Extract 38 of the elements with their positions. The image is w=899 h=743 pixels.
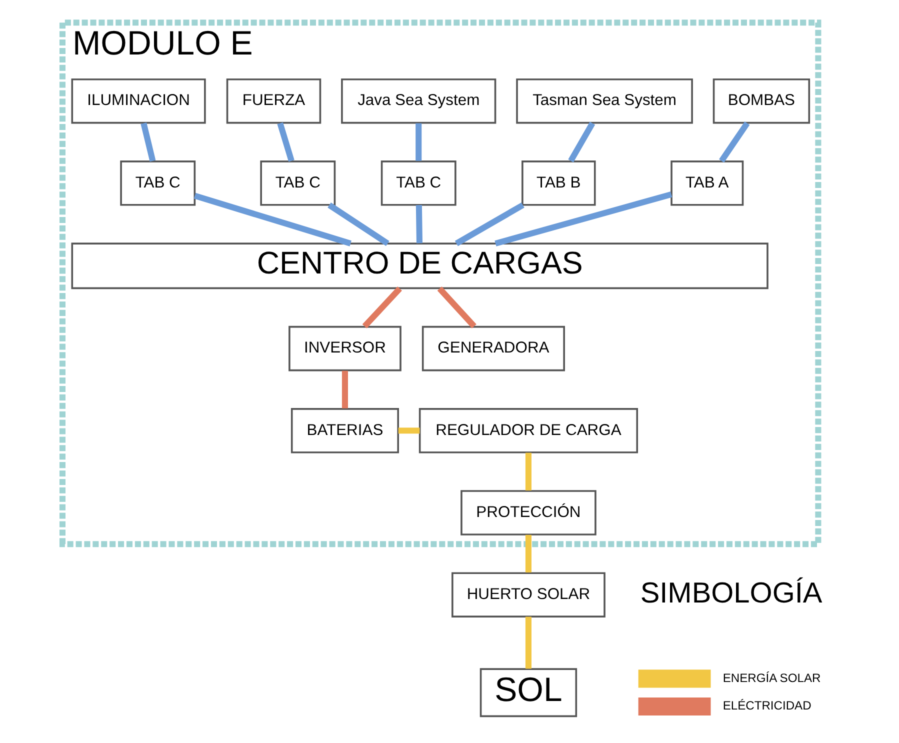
connector bbox=[398, 428, 420, 434]
connector bbox=[524, 452, 531, 490]
node-box: SOL bbox=[479, 668, 577, 718]
node-box: TAB C bbox=[260, 160, 336, 206]
node-box: REGULADOR DE CARGA bbox=[418, 408, 638, 454]
legend-label: ENERGÍA SOLAR bbox=[722, 670, 820, 685]
connector bbox=[140, 122, 156, 162]
node-box: INVERSOR bbox=[288, 326, 401, 372]
connector bbox=[494, 191, 672, 246]
connector bbox=[327, 202, 389, 246]
connector bbox=[415, 205, 422, 244]
connector bbox=[454, 202, 524, 246]
connector bbox=[341, 370, 348, 408]
node-box: ILUMINACION bbox=[70, 78, 206, 124]
connector bbox=[524, 534, 531, 573]
node-box: FUERZA bbox=[226, 78, 321, 124]
node-box: TAB C bbox=[120, 160, 196, 206]
node-box: TAB C bbox=[380, 160, 456, 206]
node-box: BOMBAS bbox=[712, 78, 810, 124]
node-box: Tasman Sea System bbox=[516, 78, 692, 124]
connector bbox=[276, 122, 294, 162]
connector bbox=[568, 122, 595, 162]
node-box: HUERTO SOLAR bbox=[451, 572, 605, 618]
node-box: Java Sea System bbox=[340, 78, 496, 124]
node-box: PROTECCIÓN bbox=[460, 490, 596, 536]
connector bbox=[193, 192, 351, 246]
connector bbox=[718, 122, 750, 163]
node-box: CENTRO DE CARGAS bbox=[70, 242, 768, 290]
connector bbox=[436, 286, 476, 328]
connector bbox=[362, 286, 402, 328]
node-box: GENERADORA bbox=[421, 326, 564, 372]
node-box: TAB B bbox=[521, 160, 596, 206]
node-box: TAB A bbox=[670, 160, 744, 206]
connector bbox=[415, 123, 422, 161]
connector bbox=[524, 616, 531, 669]
label: SIMBOLOGÍA bbox=[640, 577, 822, 610]
legend-label: ELÉCTRICIDAD bbox=[722, 698, 811, 713]
node-box: BATERIAS bbox=[290, 408, 398, 454]
